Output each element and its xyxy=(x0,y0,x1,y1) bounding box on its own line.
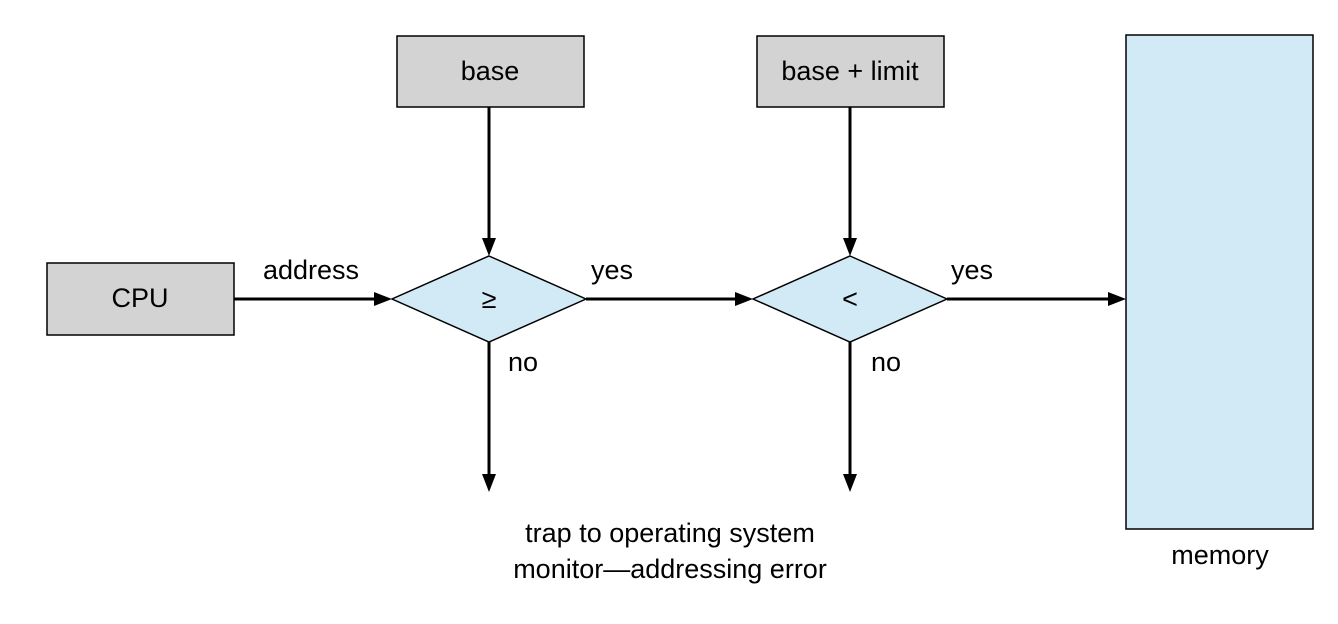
memory-label: memory xyxy=(1171,540,1269,570)
arrowhead-right-icon xyxy=(1108,292,1126,306)
arrowhead-right-icon xyxy=(735,292,753,306)
yes-label-1: yes xyxy=(591,255,633,285)
arrow-no-trap-1 xyxy=(482,342,496,492)
address-label: address xyxy=(263,255,359,285)
trap-caption-line-1: trap to operating system xyxy=(525,518,815,548)
base-label: base xyxy=(461,56,520,86)
less-than-comparator: < xyxy=(751,255,949,343)
arrow-no-trap-2 xyxy=(843,342,857,492)
arrowhead-down-icon xyxy=(843,474,857,492)
base-register: base xyxy=(396,35,585,108)
trap-caption: trap to operating system monitor—address… xyxy=(513,518,827,584)
comparator-symbol-2: < xyxy=(842,284,858,314)
trap-caption-line-2: monitor—addressing error xyxy=(513,554,827,584)
arrowhead-down-icon xyxy=(482,238,496,256)
arrow-cpu-to-comparator xyxy=(234,292,392,306)
no-label-1: no xyxy=(508,347,538,377)
cpu-box xyxy=(46,262,235,336)
base-limit-label: base + limit xyxy=(781,56,919,86)
arrowhead-right-icon xyxy=(374,292,392,306)
comparator-symbol-1: ≥ xyxy=(482,284,497,314)
arrowhead-down-icon xyxy=(482,474,496,492)
arrow-limit-to-comparator xyxy=(843,107,857,256)
arrow-base-to-comparator xyxy=(482,107,496,256)
yes-label-2: yes xyxy=(951,255,993,285)
arrow-yes-to-memory xyxy=(947,292,1126,306)
arrowhead-down-icon xyxy=(843,238,857,256)
base-limit-box xyxy=(756,35,945,108)
no-label-2: no xyxy=(871,347,901,377)
base-limit-register: base + limit xyxy=(756,35,945,108)
cpu-node: CPU xyxy=(46,262,235,336)
greater-equal-comparator: ≥ xyxy=(390,255,588,343)
cpu-label: CPU xyxy=(111,283,168,313)
base-box xyxy=(396,35,585,108)
memory-node: memory xyxy=(1125,34,1314,570)
memory-block xyxy=(1125,34,1314,530)
arrow-yes-to-second-comparator xyxy=(586,292,753,306)
